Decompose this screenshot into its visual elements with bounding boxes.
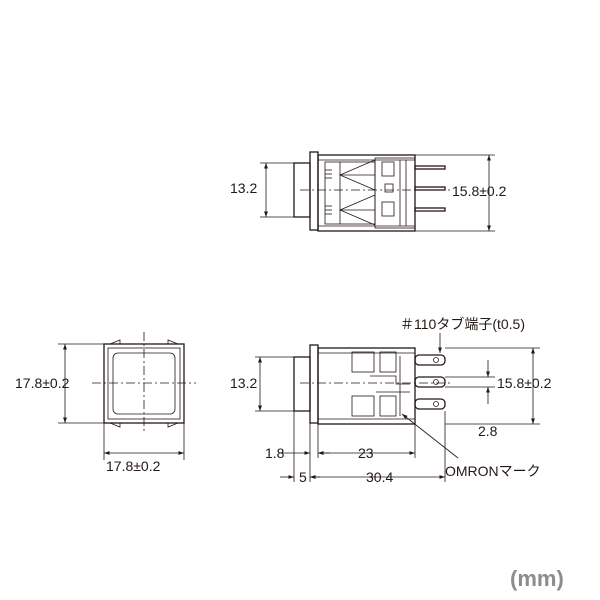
top-side-view: 13.2 15.8±0.2 [230, 151, 507, 232]
flange-label: 5 [299, 469, 307, 485]
bezel-label: 1.8 [265, 445, 285, 461]
body-label: 23 [358, 445, 374, 461]
bottom-width-label: 15.8±0.2 [497, 375, 552, 391]
mark-label: OMRONマーク [445, 463, 541, 479]
unit-label: (mm) [510, 566, 564, 591]
front-view: 17.8±0.2 17.8±0.2 [15, 332, 196, 474]
terminal-offset-label: 2.8 [478, 423, 498, 439]
terminal-label: ＃110タブ端子(t0.5) [400, 316, 525, 332]
front-height-label: 17.8±0.2 [15, 375, 70, 391]
front-width-label: 17.8±0.2 [106, 458, 161, 474]
top-height-label: 13.2 [230, 180, 257, 196]
bottom-height-label: 13.2 [230, 375, 257, 391]
top-width-label: 15.8±0.2 [452, 183, 507, 199]
overall-label: 30.4 [366, 469, 393, 485]
bottom-side-view: ＃110タブ端子(t0.5) 13.2 15.8±0.2 2.8 1.8 23 [230, 316, 552, 485]
